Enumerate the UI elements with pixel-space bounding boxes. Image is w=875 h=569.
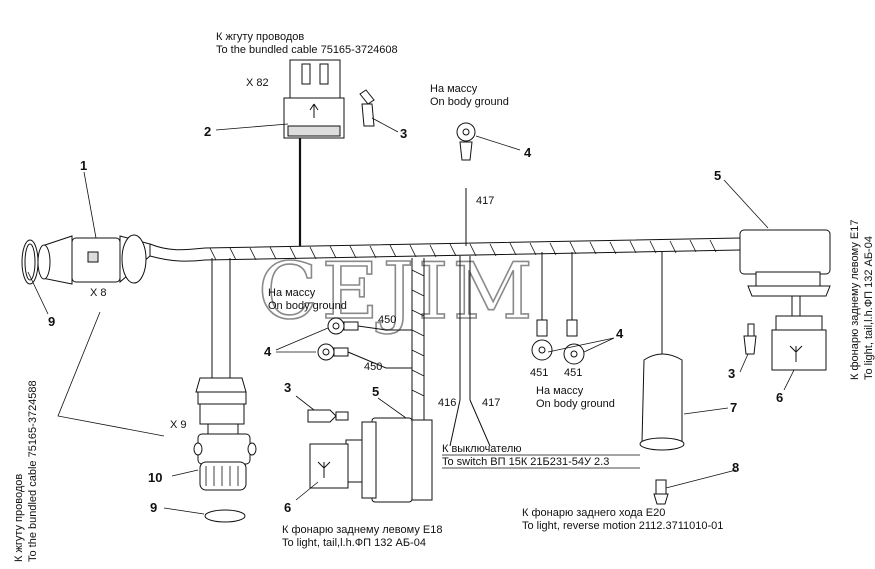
- label-tail-en: To light, tail,l.h.ФП 132 АБ-04: [282, 537, 426, 549]
- callout-6-bottom: 6: [284, 500, 291, 515]
- label-top-ru: К жгуту проводов: [216, 31, 304, 43]
- wire-451-a-label: 451: [530, 367, 548, 379]
- callout-8: 8: [732, 460, 739, 475]
- label-ground-top-en: On body ground: [430, 96, 509, 108]
- label-reverse-en: To light, reverse motion 2112.3711010-01: [522, 520, 723, 532]
- callout-9-bottom: 9: [150, 500, 157, 515]
- leader-lines: [27, 117, 795, 515]
- callout-6-right: 6: [776, 390, 783, 405]
- label-x8: X 8: [90, 287, 107, 299]
- branch-tail-e18: [309, 258, 433, 503]
- switch-underline: [442, 454, 640, 469]
- callout-4-right: 4: [616, 326, 624, 341]
- callout-5-mid: 5: [372, 384, 379, 399]
- connector-x8: [21, 234, 151, 285]
- callout-10: 10: [148, 470, 162, 485]
- wire-450-a-label: 450: [378, 314, 396, 326]
- branch-x9: [193, 258, 257, 491]
- switch-wires: [449, 256, 491, 447]
- callout-2: 2: [204, 124, 211, 139]
- label-x82: X 82: [246, 77, 269, 89]
- callout-3-mid: 3: [284, 380, 291, 395]
- boot-7: [639, 252, 685, 451]
- ground-lugs-4-right: [531, 252, 585, 365]
- boot-5-right: [739, 229, 831, 316]
- wire-417-bot-label: 417: [482, 397, 500, 409]
- label-ground-mid-ru: На массу: [268, 287, 316, 299]
- wire-417-top-label: 417: [476, 195, 494, 207]
- callout-4-top: 4: [524, 145, 532, 160]
- callout-3-right: 3: [728, 366, 735, 381]
- watermark: CEJIM: [258, 247, 537, 337]
- terminal-8: [653, 479, 669, 505]
- wire-451-b-label: 451: [564, 367, 582, 379]
- label-left-vert-ru: К жгуту проводов: [13, 474, 25, 562]
- wire-416-label: 416: [438, 397, 456, 409]
- main-harness: [149, 237, 741, 262]
- label-ground-right-ru: На массу: [536, 385, 584, 397]
- connector-6-right: [771, 315, 827, 371]
- callout-4-mid: 4: [264, 344, 272, 359]
- label-switch-en: To switch ВП 15К 21Б231-54У 2.3: [442, 456, 609, 468]
- ground-lugs-4-mid: [317, 317, 387, 369]
- callout-9-left: 9: [48, 314, 55, 329]
- wire-450-b-label: 450: [364, 361, 382, 373]
- label-ground-mid-en: On body ground: [268, 300, 347, 312]
- label-tail-ru: К фонарю заднему левому E18: [282, 524, 442, 536]
- label-switch-ru: К выключателю: [442, 443, 522, 455]
- connector-x82: [283, 59, 345, 246]
- callout-5-top: 5: [714, 168, 721, 183]
- label-x9: X 9: [170, 419, 187, 431]
- callout-1: 1: [80, 158, 87, 173]
- label-right-vert-en: To light, tail,l.h.ФП 132 АБ-04: [863, 236, 875, 380]
- callout-7: 7: [730, 400, 737, 415]
- label-ground-top-ru: На массу: [430, 83, 478, 95]
- label-reverse-ru: К фонарю заднего хода E20: [522, 507, 665, 519]
- label-left-vert-en: To the bundled cable 75165-3724588: [27, 380, 39, 562]
- terminal-3-top: [359, 89, 375, 127]
- callout-3-top: 3: [400, 126, 407, 141]
- seal-ring-9-bottom: [204, 509, 246, 523]
- ground-lug-4-top: [456, 122, 476, 161]
- label-ground-right-en: On body ground: [536, 398, 615, 410]
- label-right-vert-ru: К фонарю заднему левому E17: [849, 220, 861, 380]
- terminal-3-right: [743, 323, 757, 355]
- label-top-en: To the bundled cable 75165-3724608: [216, 44, 398, 56]
- terminal-3-mid: [307, 409, 349, 423]
